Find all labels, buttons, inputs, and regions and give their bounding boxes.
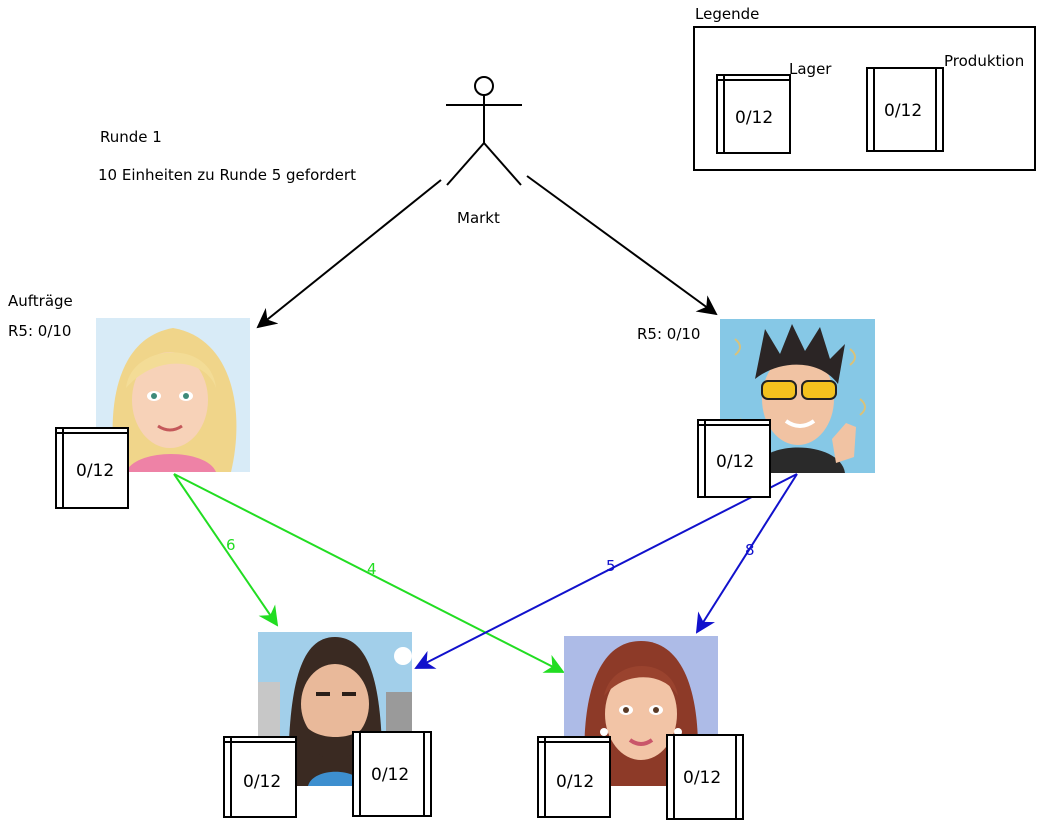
green-arrow-to-bottom-right — [173, 473, 565, 673]
blonde-woman-avatar-icon — [96, 318, 250, 472]
legend-lager-label: Lager — [789, 60, 832, 78]
legend-lager-value: 0/12 — [735, 108, 774, 128]
green-arrow-to-bottom-left — [173, 473, 279, 627]
market-label: Markt — [457, 209, 500, 227]
market-arrow-left — [256, 179, 442, 329]
legend-lager-box: 0/12 — [716, 74, 791, 154]
legend-produktion-value: 0/12 — [884, 101, 923, 121]
lager-value-top-left: 0/12 — [76, 461, 115, 481]
legend-produktion-label: Produktion — [944, 52, 1025, 70]
flow-label-green-right: 4 — [367, 560, 377, 578]
lager-box-bottom-right[interactable]: 0/12 — [537, 736, 611, 818]
round-title: Runde 1 — [100, 128, 162, 146]
produktion-box-bottom-left[interactable]: 0/12 — [352, 731, 432, 817]
blue-arrow-to-bottom-right — [695, 473, 798, 634]
produktion-value-bottom-left: 0/12 — [371, 765, 410, 785]
orders-heading: Aufträge — [8, 292, 73, 310]
flow-label-blue-left: 5 — [606, 557, 616, 575]
flow-label-green-left: 6 — [226, 536, 236, 554]
market-arrow-right — [526, 175, 718, 316]
round-demand: 10 Einheiten zu Runde 5 gefordert — [98, 166, 356, 184]
orders-top-left: R5: 0/10 — [8, 322, 72, 340]
legend-title: Legende — [695, 5, 760, 23]
lager-box-bottom-left[interactable]: 0/12 — [223, 736, 297, 818]
market-actor-icon — [446, 76, 522, 186]
produktion-value-bottom-right: 0/12 — [683, 768, 722, 788]
legend-produktion-box: 0/12 — [866, 67, 944, 152]
orders-top-right: R5: 0/10 — [637, 325, 701, 343]
lager-box-top-left[interactable]: 0/12 — [55, 427, 129, 509]
legend-box — [693, 26, 1036, 171]
lager-box-top-right[interactable]: 0/12 — [697, 419, 771, 498]
flow-label-blue-right: 8 — [745, 541, 755, 559]
lager-value-bottom-left: 0/12 — [243, 772, 282, 792]
produktion-box-bottom-right[interactable]: 0/12 — [666, 734, 744, 820]
blue-arrow-to-bottom-left — [414, 473, 798, 669]
lager-value-bottom-right: 0/12 — [556, 772, 595, 792]
lager-value-top-right: 0/12 — [716, 452, 755, 472]
